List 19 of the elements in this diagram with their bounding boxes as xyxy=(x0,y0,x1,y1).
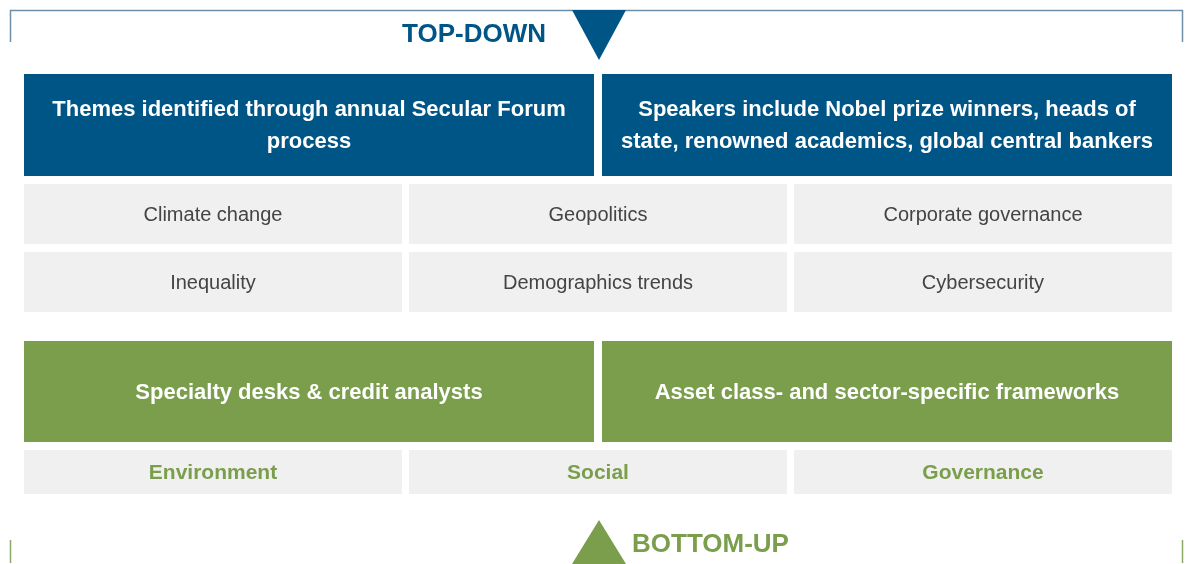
box-text: Governance xyxy=(922,460,1044,484)
box-text: Specialty desks & credit analysts xyxy=(135,378,483,405)
box-text: Demographics trends xyxy=(502,270,694,294)
heading-box xyxy=(602,341,1172,442)
box-text: Cybersecurity xyxy=(921,270,1045,294)
heading-box xyxy=(24,74,594,176)
box-text: Social xyxy=(567,460,629,484)
box-text: Environment xyxy=(148,460,278,484)
box-text: Inequality xyxy=(170,270,256,294)
heading-box xyxy=(602,74,1172,176)
direction-label: TOP-DOWN xyxy=(402,18,546,49)
direction-label: BOTTOM-UP xyxy=(632,528,789,559)
heading-box xyxy=(24,341,594,442)
box-text: Asset class- and sector-specific frameworks xyxy=(654,378,1120,405)
box-text: Climate change xyxy=(143,202,283,226)
box-text: Themes identified through annual Secular Forum process xyxy=(51,95,567,155)
box-text: Corporate governance xyxy=(883,202,1083,226)
box-text: Speakers include Nobel prize winners, heads of state, renowned academics, global central bankers xyxy=(620,95,1154,155)
box-text: Geopolitics xyxy=(548,202,648,226)
